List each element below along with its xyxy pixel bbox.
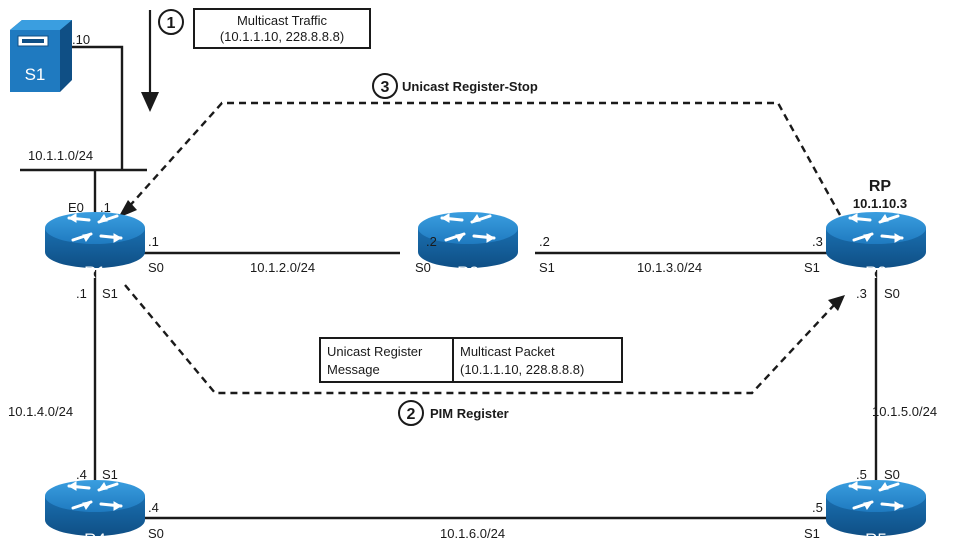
subnet-r4-r5: 10.1.6.0/24 — [440, 526, 505, 541]
router-r1 — [43, 210, 147, 270]
router-r4-label: R4 — [84, 530, 106, 549]
r1-s1-ip: .1 — [76, 286, 87, 301]
multicast-traffic-box — [193, 8, 371, 49]
subnet-r3-r5: 10.1.5.0/24 — [872, 404, 937, 419]
r3-s0-ip: .3 — [856, 286, 867, 301]
r5-s1-label: S1 — [804, 526, 820, 541]
register-stop-path — [125, 101, 842, 216]
r2-s1-label: S1 — [539, 260, 555, 275]
r5-s1-ip: .5 — [812, 500, 823, 515]
subnet-r2-r3: 10.1.3.0/24 — [637, 260, 702, 275]
subnet-r1-r4: 10.1.4.0/24 — [8, 404, 73, 419]
svg-text:2: 2 — [407, 406, 416, 423]
step-3-marker: 3 — [372, 73, 398, 99]
subnet-r1-r2: 10.1.2.0/24 — [250, 260, 315, 275]
register-box-right-line2: (10.1.1.10, 228.8.8.8) — [460, 362, 584, 377]
r4-s1-label: S1 — [102, 467, 118, 482]
register-box-left-line2: Message — [327, 362, 380, 377]
pim-register-path — [124, 284, 837, 395]
svg-text:1: 1 — [167, 15, 176, 32]
register-box-right-line1: Multicast Packet — [460, 344, 555, 359]
router-r5-label: R5 — [865, 530, 887, 549]
r1-s0-ip: .1 — [148, 234, 159, 249]
pim-register-arrow-head — [828, 295, 845, 311]
r1-s1-label: S1 — [102, 286, 118, 301]
router-r1-label: R1 — [84, 263, 106, 282]
subnet-lan: 10.1.1.0/24 — [28, 148, 93, 163]
router-r2-label: R2 — [457, 263, 479, 282]
r3-s0-label: S0 — [884, 286, 900, 301]
r3-s1-label: S1 — [804, 260, 820, 275]
rp-ip: 10.1.10.3 — [853, 196, 907, 211]
r5-s0-ip: .5 — [856, 467, 867, 482]
router-r3 — [824, 210, 928, 270]
register-stop-arrow-head — [118, 200, 137, 218]
register-message-box — [319, 337, 623, 383]
step-2-label: PIM Register — [430, 406, 509, 421]
register-box-left-line1: Unicast Register — [327, 344, 423, 359]
r2-s0-ip: .2 — [426, 234, 437, 249]
r2-s1-ip: .2 — [539, 234, 550, 249]
r5-s0-label: S0 — [884, 467, 900, 482]
r4-s1-ip: .4 — [76, 467, 87, 482]
step-3-label: Unicast Register-Stop — [402, 79, 538, 94]
router-r3-label: R3 — [865, 263, 887, 282]
r2-s0-label: S0 — [415, 260, 431, 275]
server-s1 — [10, 20, 72, 92]
router-r5 — [824, 478, 928, 538]
r4-s0-ip: .4 — [148, 500, 159, 515]
multicast-box-line1: Multicast Traffic — [237, 13, 328, 28]
r1-e0-label: E0 — [68, 200, 84, 215]
router-r4 — [43, 478, 147, 538]
multicast-box-line2: (10.1.1.10, 228.8.8.8) — [220, 29, 344, 44]
step-2-marker: 2 — [398, 400, 424, 426]
server-label: S1 — [25, 65, 46, 84]
r4-s0-label: S0 — [148, 526, 164, 541]
rp-title: RP — [869, 178, 892, 195]
step-1-marker: 1 — [158, 9, 184, 35]
svg-text:3: 3 — [381, 79, 390, 96]
multicast-arrow-head — [141, 92, 159, 112]
r1-s0-label: S0 — [148, 260, 164, 275]
server-ip: .10 — [72, 32, 90, 47]
r3-s1-ip: .3 — [812, 234, 823, 249]
s1-link — [55, 45, 124, 170]
r1-e0-ip: .1 — [100, 200, 111, 215]
